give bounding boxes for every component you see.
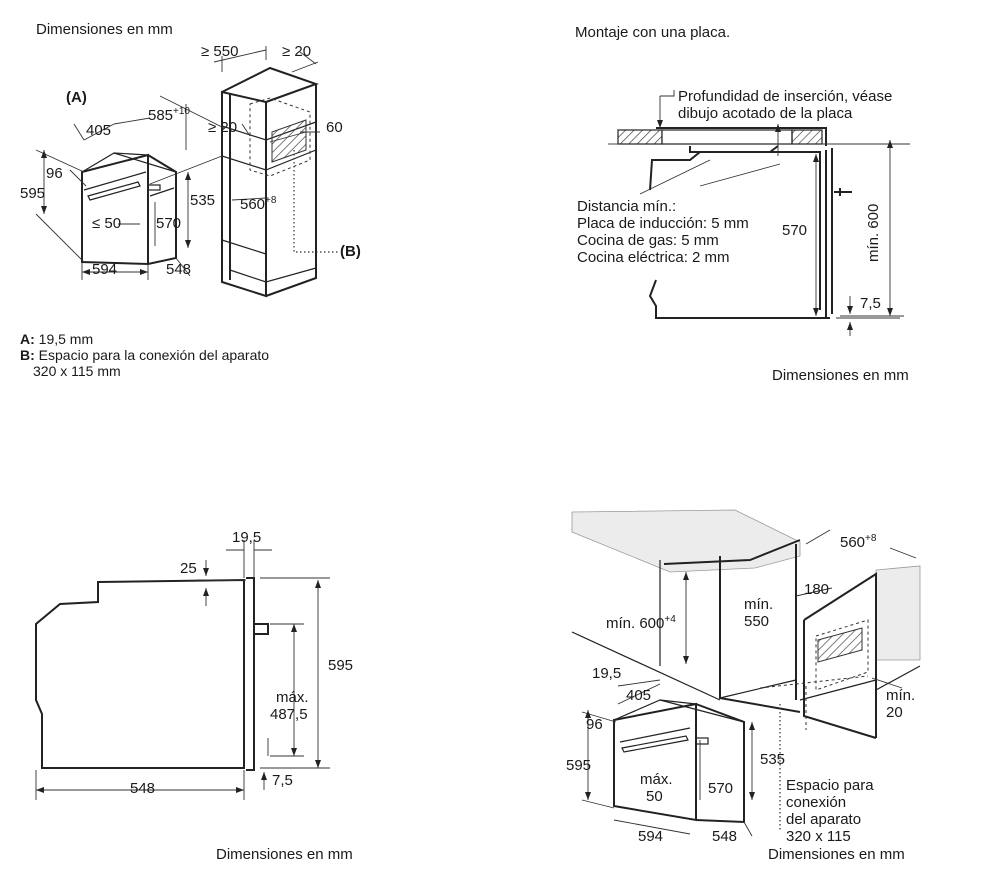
q2-dist-heading: Distancia mín.:	[577, 198, 677, 215]
q2-dist-electric: Cocina eléctrica: 2 mm	[577, 249, 730, 266]
q1-548-label: 548	[166, 261, 192, 278]
q1-A-ref: (A)	[66, 89, 87, 106]
dimension-arrowheads	[36, 120, 893, 800]
q1-oven-dimensions	[35, 117, 191, 280]
q4-min550-line2: 550	[744, 613, 770, 630]
q1-535-label: 535	[190, 192, 216, 209]
q4-max-label: máx.	[640, 771, 673, 788]
q4-conn-line1: Espacio para	[786, 777, 874, 794]
q2-75-label: 7,5	[860, 295, 881, 312]
q1-oven-drawing	[81, 152, 177, 266]
q4-min20-line2: 20	[886, 704, 903, 721]
q1-cabinet-dimensions	[149, 46, 320, 185]
q4-min20-line1: mín.	[886, 687, 916, 704]
q4-max-value: 50	[646, 788, 663, 805]
q1-ge20-mid-label: ≥ 20	[208, 119, 238, 136]
q3-side-drawing	[35, 540, 330, 800]
q4-570-label: 570	[708, 780, 734, 797]
q1-legend-A: A: 19,5 mm	[20, 331, 94, 347]
q3-595-label: 595	[328, 657, 354, 674]
q3-548-label: 548	[130, 780, 156, 797]
q1-60-label: 60	[326, 119, 343, 136]
q1-legend-B: B: Espacio para la conexión del aparato	[20, 347, 270, 363]
q4-96-label: 96	[586, 716, 603, 733]
q2-section-drawing	[608, 90, 910, 336]
q2-insert-line2: dibujo acotado de la placa	[678, 105, 853, 122]
q1-96-label: 96	[46, 165, 63, 182]
q1-405-label: 405	[86, 122, 112, 139]
q1-le50-label: ≤ 50	[92, 215, 122, 232]
q1-cabinet-drawing	[221, 66, 340, 298]
q4-min550-line1: mín.	[744, 596, 774, 613]
q4-footer: Dimensiones en mm	[768, 846, 905, 863]
q4-548-label: 548	[712, 828, 738, 845]
q3-25-label: 25	[180, 560, 197, 577]
q4-conn-line2: conexión	[786, 794, 847, 811]
q4-conn-line4: 320 x 115	[786, 828, 851, 845]
q1-560-label: 560+8	[240, 195, 277, 213]
q2-dist-induction: Placa de inducción: 5 mm	[577, 215, 749, 232]
q4-iso-drawing	[571, 509, 921, 837]
q1-B-ref: (B)	[340, 243, 361, 260]
q3-75-label: 7,5	[272, 772, 293, 789]
q3-195-label: 19,5	[232, 529, 262, 546]
q3-max-label: máx.	[276, 689, 309, 706]
q4-min600-label: mín. 600+4	[606, 614, 676, 632]
q3-max-value: 487,5	[270, 706, 308, 723]
q4-594-label: 594	[638, 828, 664, 845]
q1-ge550-label: ≥ 550	[201, 43, 239, 60]
q4-595-label: 595	[566, 757, 592, 774]
q2-min600-label: mín. 600	[865, 203, 882, 262]
q1-legend-B-line2: 320 x 115 mm	[33, 363, 121, 379]
q4-195-label: 19,5	[592, 665, 622, 682]
q1-585-label: 585+10	[148, 106, 190, 124]
q1-title: Dimensiones en mm	[36, 21, 173, 38]
q4-535-label: 535	[760, 751, 786, 768]
q4-conn-line3: del aparato	[786, 811, 862, 828]
q2-footer: Dimensiones en mm	[772, 367, 909, 384]
q2-insert-line1: Profundidad de inserción, véase	[678, 88, 893, 105]
q1-595-label: 595	[20, 185, 46, 202]
q3-footer: Dimensiones en mm	[216, 846, 353, 863]
q4-405-label: 405	[626, 687, 652, 704]
q2-title: Montaje con una placa.	[575, 24, 731, 41]
q4-180-label: 180	[804, 581, 830, 598]
q2-570-label: 570	[782, 222, 808, 239]
q4-560-label: 560+8	[840, 533, 877, 551]
q1-570-label: 570	[156, 215, 182, 232]
q1-ge20-top-label: ≥ 20	[282, 43, 312, 60]
q1-594-label: 594	[92, 261, 118, 278]
q2-dist-gas: Cocina de gas: 5 mm	[577, 232, 719, 249]
